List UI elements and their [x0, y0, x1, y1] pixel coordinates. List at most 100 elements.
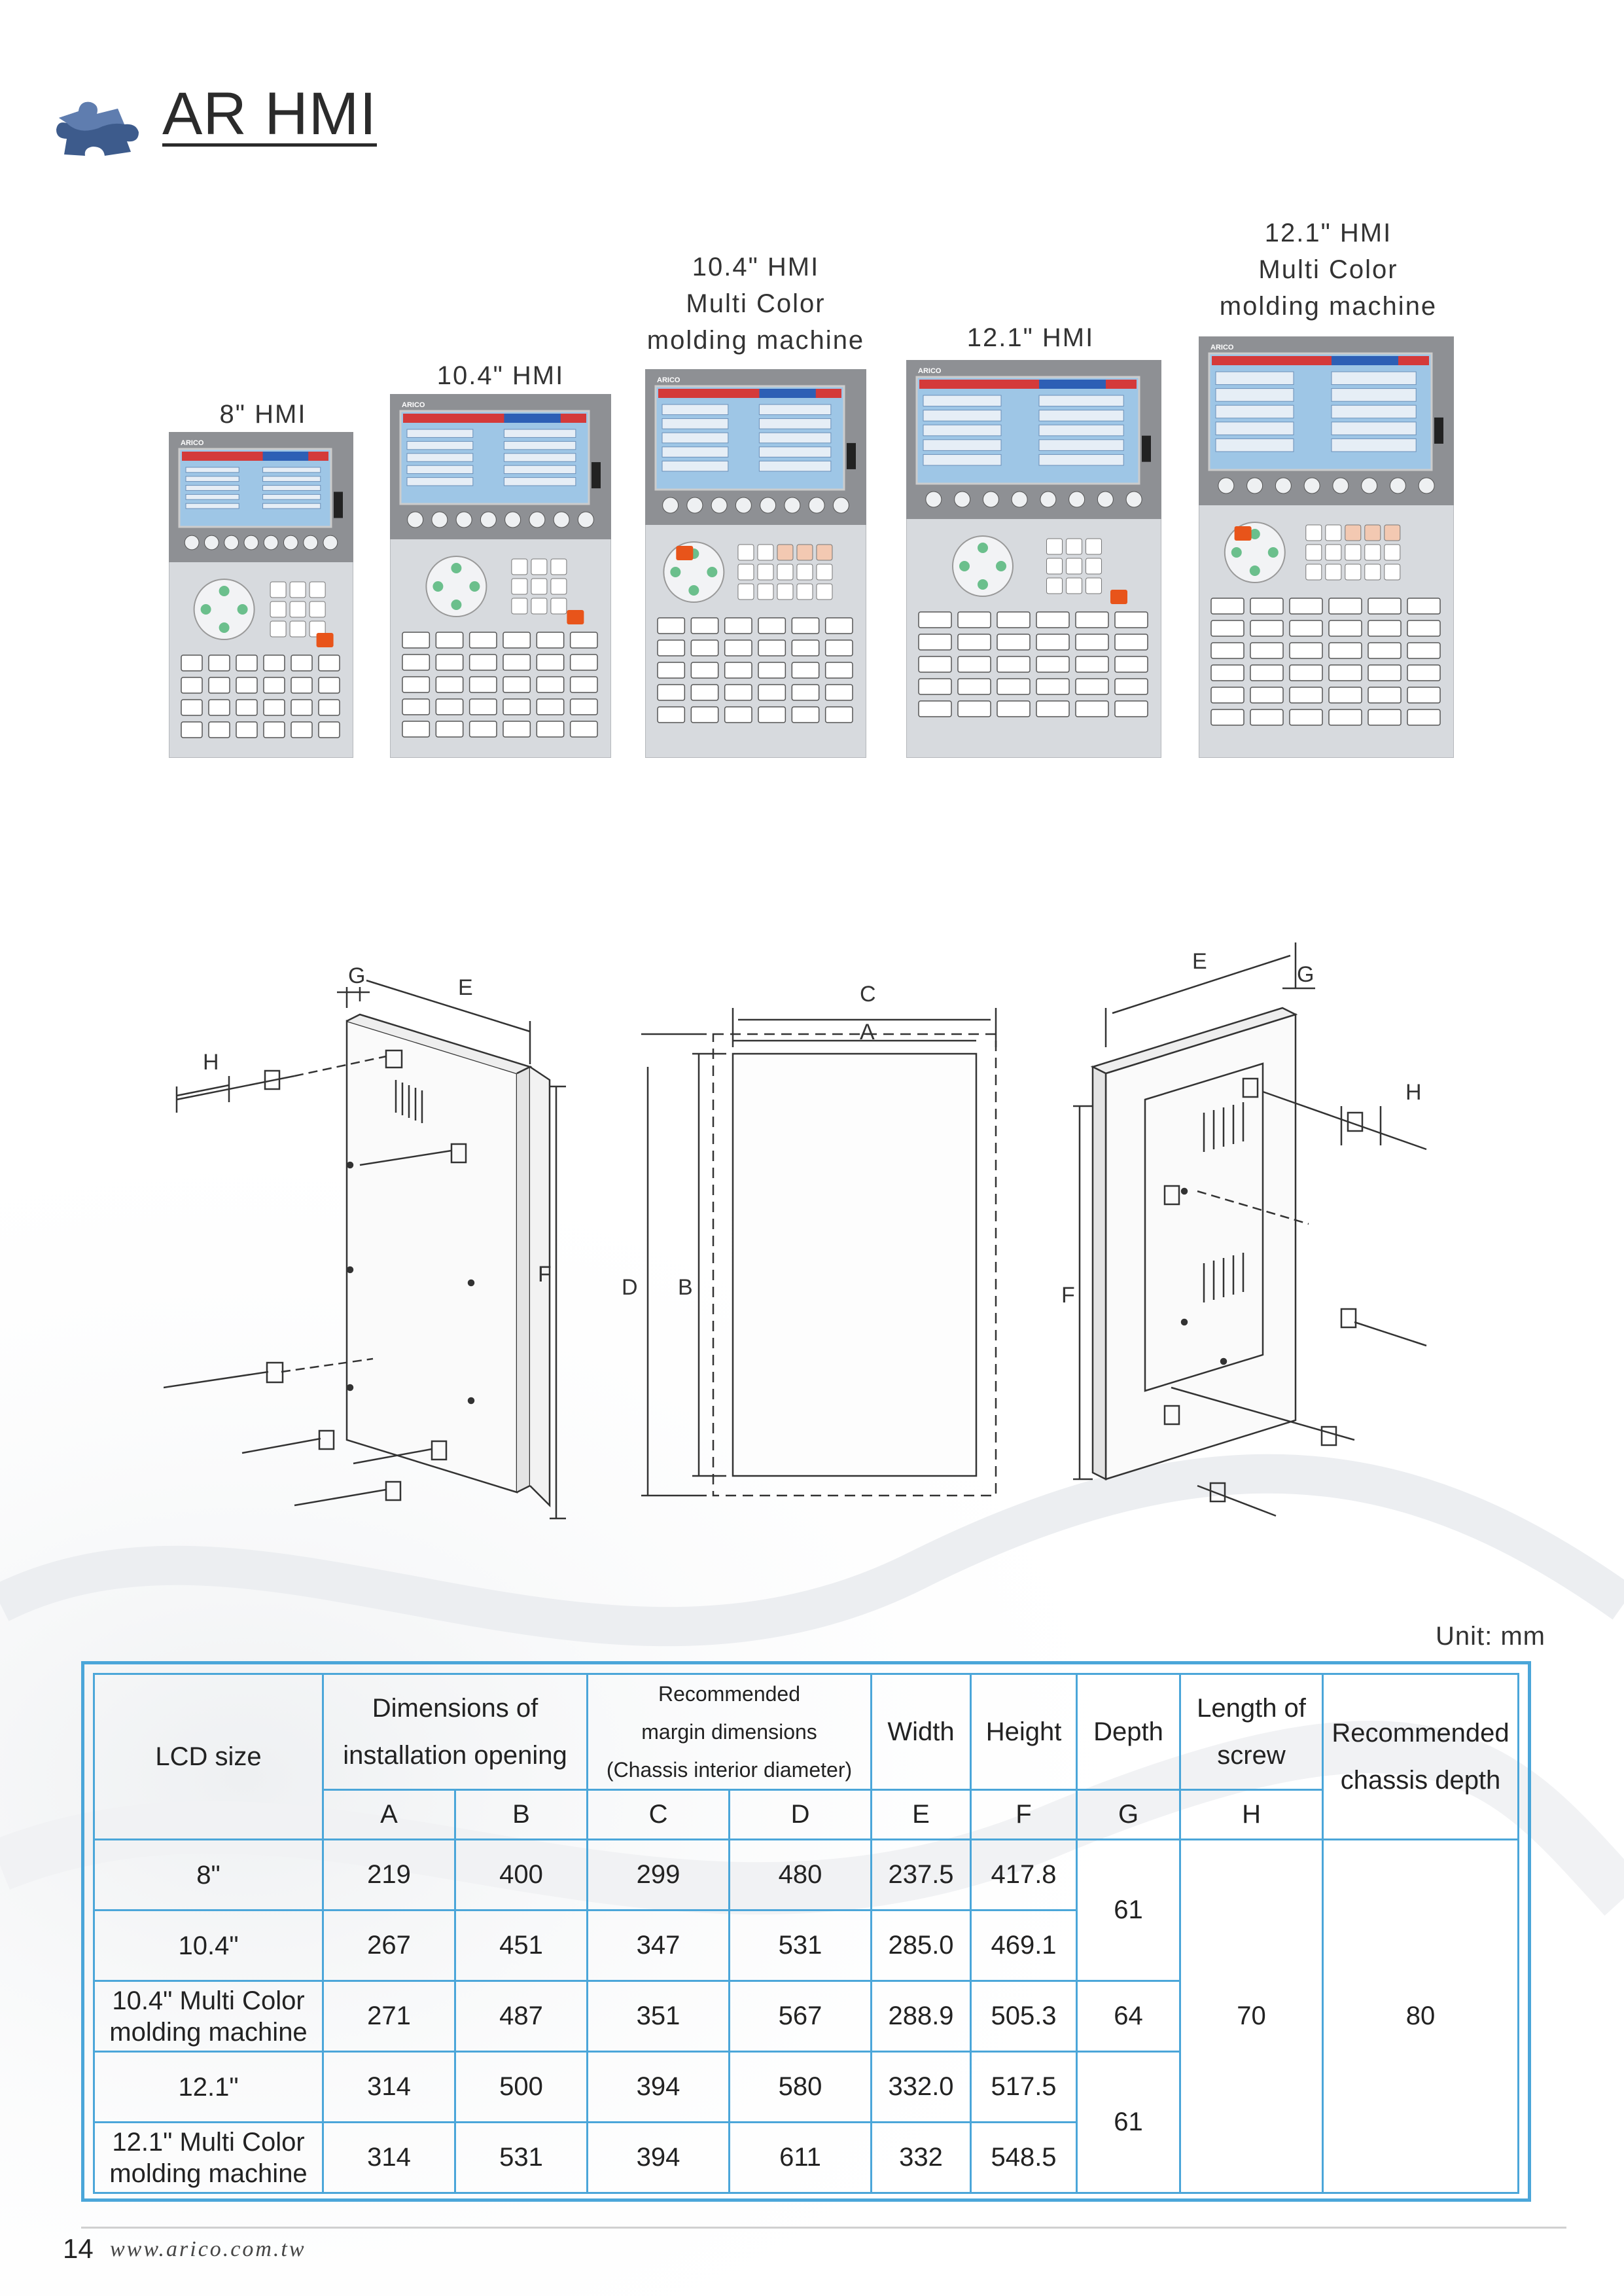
cell-f: 505.3 [970, 1980, 1078, 2053]
function-key [690, 684, 719, 701]
screen-field [406, 465, 474, 475]
right-rear-view [1073, 942, 1427, 1517]
letter-f: F [970, 1789, 1078, 1840]
quick-key [1066, 558, 1082, 575]
screen-field [1331, 422, 1417, 435]
screen-field [406, 453, 474, 462]
panel-brand: ARICO [181, 439, 204, 447]
screen-field [262, 493, 321, 500]
quick-key [1364, 544, 1381, 561]
size-line: 10.4" Multi Color [112, 1986, 305, 2015]
caption-line: 12.1" HMI [1264, 219, 1392, 247]
function-key [236, 677, 258, 694]
table-row: 10.4" Multi Color molding machine 271 48… [93, 1980, 1519, 2053]
screen-field [1038, 410, 1124, 422]
screen-field [1038, 395, 1124, 407]
quick-key [1086, 558, 1102, 575]
quick-key [511, 578, 528, 595]
screen-header-bar [759, 389, 816, 398]
panel-key-switch [1434, 417, 1443, 444]
function-key [791, 617, 820, 634]
nav-arrow-icon [1249, 565, 1260, 576]
nav-arrow-icon [219, 586, 230, 596]
nav-arrow-icon [1231, 547, 1242, 558]
function-key [1114, 656, 1148, 673]
function-key [263, 721, 285, 738]
screen-header-bar [262, 452, 309, 461]
fkey-f6 [784, 497, 801, 514]
function-key [435, 632, 464, 649]
fkey-f4 [243, 535, 259, 550]
quick-key [531, 558, 548, 575]
function-key [997, 611, 1031, 628]
website-link[interactable]: www.arico.com.tw [110, 2237, 306, 2261]
accent-key [1234, 526, 1252, 541]
screen-field [923, 424, 1002, 437]
function-key [1250, 709, 1284, 726]
fkey-f2 [431, 511, 448, 528]
nav-arrow-icon [451, 600, 462, 610]
screen-field [758, 404, 832, 416]
function-key [758, 684, 786, 701]
cell-size: 8" [93, 1839, 324, 1911]
quick-key [289, 601, 306, 618]
cell-b: 400 [453, 1839, 589, 1911]
quick-key [550, 558, 567, 575]
function-key [1036, 656, 1070, 673]
product-caption-10-4-multi: 10.4" HMI Multi Color molding machine [628, 249, 883, 359]
fkey-f5 [760, 497, 777, 514]
screen-field [923, 454, 1002, 466]
screen-field [406, 477, 474, 486]
fkey-f8 [1418, 477, 1435, 494]
installation-diagrams: G E H F C A D B E G H F [164, 942, 1427, 1520]
quick-key [1384, 564, 1401, 581]
function-key [536, 632, 565, 649]
dim-label-d: D [622, 1275, 638, 1300]
screen-field [1215, 388, 1294, 402]
product-caption-8: 8" HMI [171, 396, 355, 433]
size-line: 10.4" [178, 1931, 239, 1960]
fkey-f2 [203, 535, 219, 550]
function-key [690, 706, 719, 723]
function-key [1289, 664, 1323, 681]
fkey-f3 [1275, 477, 1292, 494]
fkey-f7 [808, 497, 825, 514]
panel-key-switch [334, 492, 343, 518]
screen-field [923, 439, 1002, 451]
header-depth: Depth [1076, 1673, 1182, 1791]
nav-arrow-icon [978, 543, 988, 553]
quick-key [737, 583, 754, 600]
quick-key [270, 601, 287, 618]
dim-label-f: F [1061, 1283, 1075, 1308]
fkey-f4 [735, 497, 752, 514]
function-key [569, 654, 598, 671]
function-key [824, 706, 853, 723]
fkey-f5 [263, 535, 279, 550]
quick-key [796, 564, 813, 581]
letter-d: D [728, 1789, 873, 1840]
function-key [1075, 678, 1109, 695]
quick-key [1086, 577, 1102, 594]
cell-d: 567 [728, 1980, 873, 2053]
letter-c: C [586, 1789, 731, 1840]
dim-label-c: C [860, 982, 876, 1007]
dim-label-e: E [1192, 949, 1207, 974]
function-key [997, 700, 1031, 717]
function-key [263, 677, 285, 694]
function-key [1289, 709, 1323, 726]
nav-arrow-icon [688, 585, 699, 596]
function-key [791, 706, 820, 723]
cell-b: 531 [453, 2121, 589, 2194]
quick-key [1364, 524, 1381, 541]
header-line: Recommended [1332, 1719, 1509, 1748]
dim-label-b: B [678, 1275, 693, 1300]
nav-arrow-icon [1249, 529, 1260, 539]
nav-arrow-icon [451, 563, 462, 573]
quick-key [777, 564, 794, 581]
function-key [1328, 687, 1362, 704]
accent-key [1110, 590, 1127, 604]
function-key [1289, 620, 1323, 637]
quick-key [757, 583, 774, 600]
screen-field [1331, 371, 1417, 386]
function-key [208, 677, 230, 694]
